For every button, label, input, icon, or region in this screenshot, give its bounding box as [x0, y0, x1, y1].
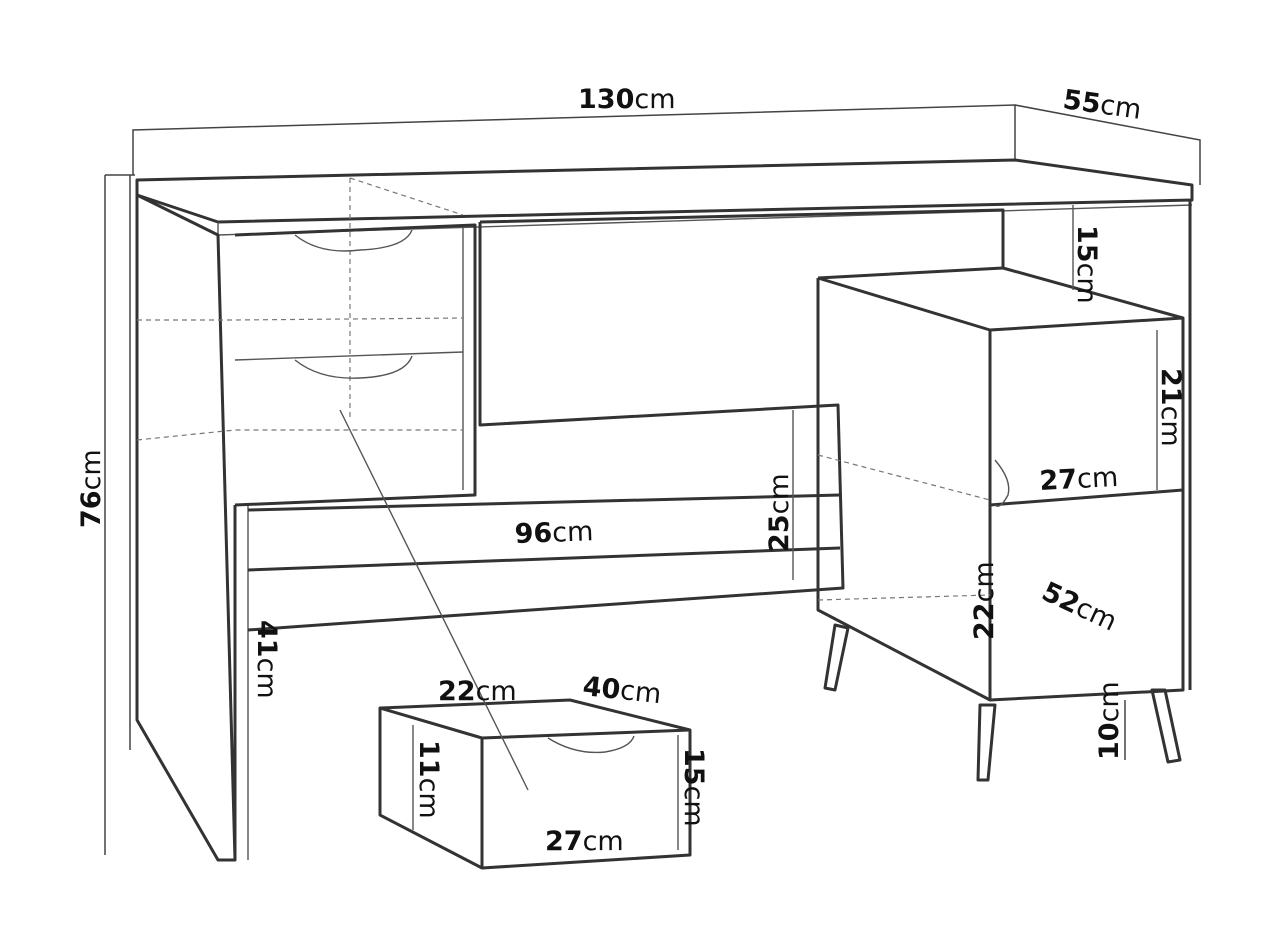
label-drawer-width: 22cm — [438, 676, 517, 707]
cabinet-legs — [823, 623, 1182, 782]
drawer-handle-bottom — [294, 355, 413, 379]
back-panel — [247, 208, 1005, 632]
right-cabinet — [816, 200, 1192, 702]
label-drawer-inner-height: 11cm — [413, 740, 444, 819]
cabinet-handle — [994, 459, 1010, 507]
label-cabinet-lower-height: 22cm — [969, 561, 1000, 640]
drawer-handle — [547, 735, 635, 754]
label-back-panel-width: 96cm — [514, 516, 594, 550]
label-drawer-depth: 40cm — [581, 671, 663, 710]
label-leg-clearance: 41cm — [251, 620, 282, 699]
label-desk-depth: 55cm — [1061, 84, 1143, 126]
label-drawer-front-width: 27cm — [545, 826, 624, 857]
label-cabinet-depth: 52cm — [1037, 576, 1121, 637]
dimension-lines — [104, 104, 1201, 855]
label-leg-height: 10cm — [1094, 681, 1125, 760]
label-cabinet-shelf-height: 21cm — [1155, 368, 1186, 447]
label-back-panel-height: 25cm — [764, 473, 795, 552]
removed-drawer — [339, 409, 692, 870]
label-drawer-height: 15cm — [678, 748, 709, 827]
label-desk-height: 76cm — [76, 449, 107, 528]
left-side-panel — [135, 193, 237, 862]
label-cabinet-shelf-width: 27cm — [1039, 462, 1119, 497]
drawer-handle-top — [294, 229, 413, 252]
left-drawer-block — [136, 177, 477, 507]
desk-top — [135, 158, 1194, 236]
label-top-shelf-height: 15cm — [1071, 225, 1102, 304]
label-desk-width: 130cm — [578, 84, 676, 115]
